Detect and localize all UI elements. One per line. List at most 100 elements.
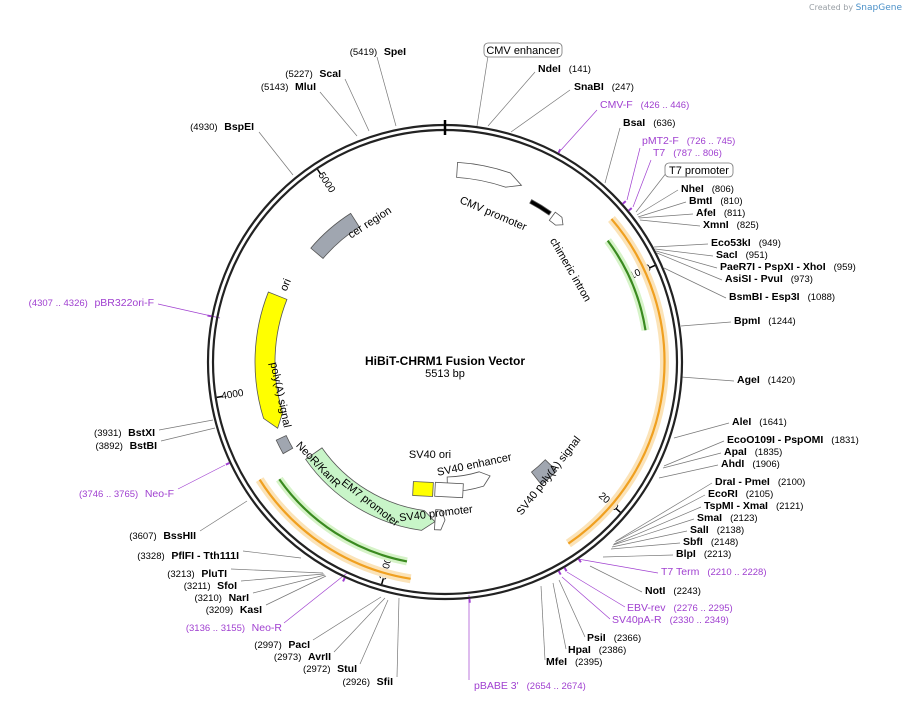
site-name: AgeI <box>737 374 760 386</box>
site-position: (959) <box>834 262 856 273</box>
site-position: (141) <box>569 64 591 75</box>
site-name: StuI <box>337 663 357 675</box>
cmv-promoter-feature <box>456 161 523 188</box>
site-position: (726 .. 745) <box>687 136 736 147</box>
site-name: MluI <box>295 81 316 93</box>
site-position: (3931) <box>94 428 124 439</box>
site-position: (2997) <box>254 640 284 651</box>
cmv-promoter-label: CMV promoter <box>458 194 529 233</box>
site-position: (3746 .. 3765) <box>79 489 141 500</box>
site-position: (5419) <box>350 47 380 58</box>
sv40-poly-a-signal-label: SV40 poly(A) signal <box>514 434 583 518</box>
enzyme-afei-label: AfeI (811) <box>696 207 745 219</box>
primer-leader-line <box>566 571 626 608</box>
sv40-poly-a-signal-feature <box>530 459 558 486</box>
site-position: (2366) <box>614 633 641 644</box>
primer-site-mark <box>577 558 582 563</box>
enzyme-blpi-label: BlpI(2213) <box>676 548 731 560</box>
primer-pbabe-3--label: pBABE 3'(2654 .. 2674) <box>474 680 586 692</box>
enzyme-leader-line <box>510 89 571 133</box>
primer-pmt2-f-label: pMT2-F(726 .. 745) <box>642 135 735 147</box>
enzyme-ahdi-label: AhdI(1906) <box>721 458 780 470</box>
enzyme-sbfi-label: SbfI(2148) <box>683 536 738 548</box>
site-position: (811) <box>724 208 745 219</box>
enzyme-leader-line <box>655 250 718 269</box>
site-name: AvrII <box>308 651 331 663</box>
primer-cmv-f-label: CMV-F(426 .. 446) <box>600 99 689 111</box>
enzyme-leader-line <box>319 91 358 137</box>
boxed-feature-frame <box>483 42 563 58</box>
site-name: PsiI <box>587 632 606 644</box>
neor-kanr-feature <box>305 447 436 531</box>
site-name: AsiSI - PvuI <box>725 273 783 285</box>
site-position: (2210 .. 2228) <box>707 567 766 578</box>
enzyme-leader-line <box>540 585 546 661</box>
enzyme-leader-line <box>258 131 294 176</box>
enzyme-tspmi-xmai-label: TspMI - XmaI(2121) <box>704 500 803 512</box>
feature-leader-line <box>476 55 489 127</box>
orf-outer-right-band <box>565 215 669 548</box>
enzyme-bstxi-label: (3931) BstXI <box>94 427 155 439</box>
site-name: AleI <box>732 416 751 428</box>
enzyme-leader-line <box>265 575 327 606</box>
site-position: (2105) <box>746 489 773 500</box>
enzyme-leader-line <box>487 71 536 127</box>
primer-sv40pa-r-label: SV40pA-R(2330 .. 2349) <box>612 614 729 626</box>
enzyme-leader-line <box>615 482 713 542</box>
enzyme-psii-label: PsiI (2366) <box>587 632 641 644</box>
site-name: BlpI <box>676 548 696 560</box>
site-position: (247) <box>612 82 634 93</box>
enzyme-bmti-label: BmtI(810) <box>689 195 743 207</box>
primer-leader-line <box>577 558 659 574</box>
enzyme-paci-label: (2997) PacI <box>254 639 310 651</box>
enzyme-leader-line <box>663 267 727 299</box>
enzyme-leader-line <box>602 554 674 558</box>
enzyme-leader-line <box>639 219 701 227</box>
site-position: (636) <box>653 118 675 129</box>
orf-outer-right-line <box>567 218 666 545</box>
site-position: (4930) <box>190 122 220 133</box>
site-name: EcoRI <box>708 488 738 500</box>
site-position: (4307 .. 4326) <box>29 298 91 309</box>
primer-site-mark <box>342 577 346 582</box>
enzyme-leader-line <box>658 464 719 479</box>
site-position: (1831) <box>831 435 858 446</box>
site-position: (2138) <box>717 525 744 536</box>
site-name: ApaI <box>724 446 747 458</box>
site-name: SnaBI <box>574 81 604 93</box>
site-name: AfeI <box>696 207 716 219</box>
orf-inner-right-band <box>604 238 650 331</box>
bp-tick <box>649 264 656 269</box>
site-name: SfoI <box>217 580 237 592</box>
enzyme-leader-line <box>673 422 730 439</box>
site-position: (2972) <box>303 664 333 675</box>
enzyme-leader-line <box>612 518 695 546</box>
enzyme-leader-line <box>654 248 714 257</box>
site-name: SbfI <box>683 536 703 548</box>
site-position: (2395) <box>575 657 602 668</box>
enzyme-mlui-label: (5143) MluI <box>261 81 316 93</box>
site-name: BstXI <box>128 427 155 439</box>
site-name: Neo-F <box>145 488 174 500</box>
enzyme-scai-label: (5227) ScaI <box>285 68 341 80</box>
orf-inner-left-band <box>276 476 408 566</box>
site-name: TspMI - XmaI <box>704 500 768 512</box>
enzyme-leader-line <box>552 582 567 650</box>
enzyme-leader-line <box>613 506 702 545</box>
site-position: (2973) <box>274 652 304 663</box>
site-name: SV40pA-R <box>612 614 662 626</box>
primer-t7-label: T7(787 .. 806) <box>653 147 722 159</box>
sv40-ori-label: SV40 ori <box>409 449 451 461</box>
enzyme-leader-line <box>252 574 326 594</box>
site-position: (1641) <box>759 417 786 428</box>
enzyme-leader-line <box>604 127 621 184</box>
site-position: (3210) <box>194 593 224 604</box>
site-name: T7 Term <box>661 566 700 578</box>
enzyme-leader-line <box>333 597 386 653</box>
enzyme-ecoo109i-pspomi-label: EcoO109I - PspOMI(1831) <box>727 434 859 446</box>
primer-leader-line <box>560 109 598 151</box>
site-position: (973) <box>791 274 813 285</box>
enzyme-pluti-label: (3213) PluTI <box>167 568 227 580</box>
site-name: SpeI <box>384 46 406 58</box>
site-position: (949) <box>759 238 781 249</box>
